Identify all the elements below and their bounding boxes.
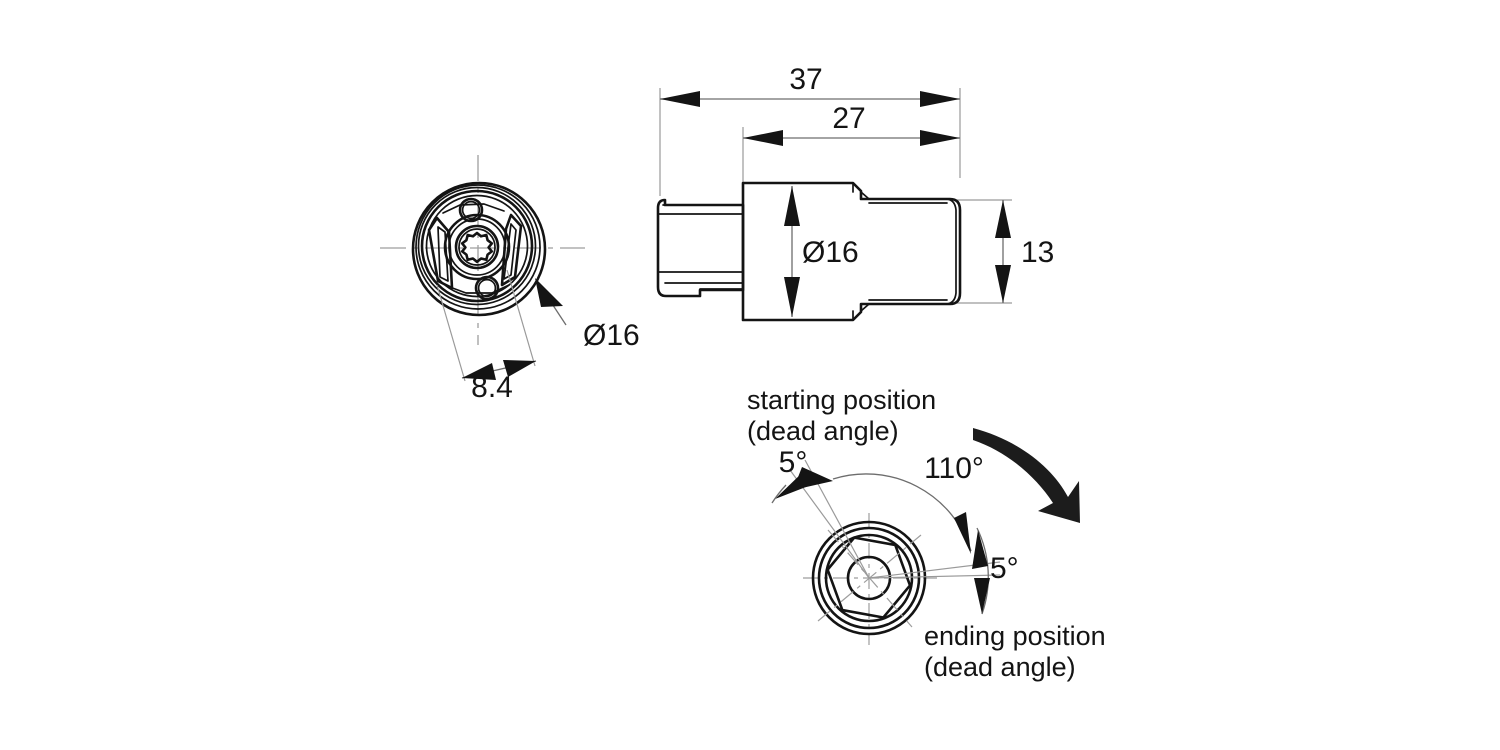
dim-body-dia-arrow-bottom bbox=[784, 277, 800, 317]
front-view-hub-outer-circle bbox=[443, 213, 511, 281]
front-view-lower-web bbox=[446, 284, 510, 294]
front-view-upper-hole bbox=[458, 197, 484, 223]
rotation-direction-arrow bbox=[973, 428, 1080, 523]
end-angle-arrow-top bbox=[972, 530, 988, 569]
front-view-torx-boss-circle bbox=[454, 224, 500, 270]
dim-27-arrow-left bbox=[743, 130, 783, 146]
rotation-third-circle bbox=[824, 533, 914, 623]
side-view-notch-top-chamfer bbox=[860, 191, 870, 200]
sweep-angle-label: 110° bbox=[924, 452, 984, 485]
front-view-lower-hole-inner bbox=[477, 278, 497, 298]
front-view-ring-circle-2 bbox=[420, 189, 534, 303]
rotation-second-circle bbox=[817, 526, 921, 630]
dim-37-arrow-left bbox=[660, 91, 700, 107]
sweep-angle-arrow-end bbox=[954, 512, 971, 554]
front-view-outer-chamfer-circle bbox=[415, 184, 541, 310]
dim-27-label: 27 bbox=[832, 102, 865, 135]
front-view-right-rib-inner bbox=[503, 223, 517, 280]
dim-8p4-arrow-left bbox=[462, 363, 496, 380]
front-view-torx-counterbore-circle bbox=[458, 228, 496, 266]
dim-37-arrow-right bbox=[920, 91, 960, 107]
dim-27-arrow-right bbox=[920, 130, 960, 146]
rotation-hex-socket bbox=[826, 536, 912, 619]
front-view-left-rib bbox=[427, 216, 454, 290]
start-angle-arrow-outer bbox=[775, 471, 811, 499]
end-dead-angle-label: 5° bbox=[990, 552, 1019, 585]
end-position-label-line2: (dead angle) bbox=[924, 652, 1076, 682]
dim-8p4-arrow-right bbox=[503, 360, 536, 377]
start-position-label-line2: (dead angle) bbox=[747, 416, 899, 446]
end-dead-angle-arc bbox=[976, 527, 989, 615]
start-position-label-line1: starting position bbox=[747, 385, 936, 415]
front-view-group: 8.4 Ø16 bbox=[380, 155, 640, 404]
front-view-outer-circle bbox=[411, 181, 547, 317]
front-view-ring-circle-3 bbox=[425, 194, 529, 298]
dim-body-dia-label: Ø16 bbox=[802, 236, 859, 269]
end-angle-arrow-bottom bbox=[974, 578, 990, 614]
dim-8p4-ext-right bbox=[506, 269, 536, 367]
front-view-right-rib bbox=[500, 213, 523, 287]
rotation-view-group: 5° 110° 5° starting position (dead angle… bbox=[747, 385, 1106, 682]
front-view-lower-hole bbox=[474, 275, 500, 301]
end-position-label-line1: ending position bbox=[924, 621, 1106, 651]
dim-13-arrow-bottom bbox=[995, 265, 1011, 303]
front-view-ring-circle-1 bbox=[417, 186, 537, 306]
side-view-notch-bottom-chamfer bbox=[860, 303, 870, 312]
front-view-left-rib-inner bbox=[437, 226, 449, 282]
side-view-group: 37 27 13 bbox=[656, 63, 1054, 322]
torx-star-socket bbox=[460, 231, 494, 264]
dim-8p4-ext-left bbox=[436, 284, 466, 382]
dim-8p4-label: 8.4 bbox=[471, 371, 513, 404]
start-dead-angle-label: 5° bbox=[779, 446, 808, 479]
dim-13-arrow-top bbox=[995, 200, 1011, 238]
front-view-upper-hole-inner bbox=[461, 200, 481, 220]
front-dia-label: Ø16 bbox=[583, 319, 640, 352]
dim-37-label: 37 bbox=[789, 63, 822, 96]
end-position-dead-angle-line bbox=[868, 574, 1001, 579]
side-view-shank-corner-bl bbox=[657, 286, 664, 297]
start-dead-angle-arc bbox=[771, 484, 787, 504]
rotation-outer-circle bbox=[811, 520, 927, 636]
dim-13-label: 13 bbox=[1021, 236, 1054, 269]
front-dia-leader-arrow bbox=[535, 278, 563, 307]
dim-body-dia-arrow-top bbox=[784, 186, 800, 226]
side-view-right-end-inner bbox=[946, 198, 957, 305]
front-view-hub-inner-circle bbox=[448, 218, 506, 276]
side-view-shank-corner-tl bbox=[657, 199, 664, 210]
front-view-upper-web bbox=[442, 203, 505, 214]
